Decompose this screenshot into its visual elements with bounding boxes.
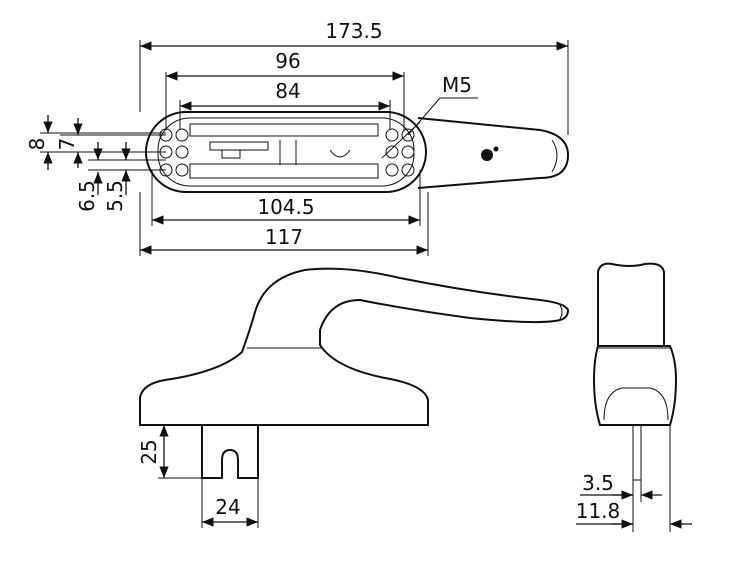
dim-96: 96 <box>165 49 405 130</box>
side-view-handle <box>597 262 665 346</box>
side-view <box>592 262 678 481</box>
dim-text-96: 96 <box>275 49 300 73</box>
dim-text-3-5: 3.5 <box>582 471 614 495</box>
callout-m5: M5 <box>407 73 478 136</box>
dim-text-7: 7 <box>55 138 79 151</box>
dim-6-5-5-5: 6.5 5.5 <box>75 142 166 212</box>
top-view-slot-top <box>189 123 379 137</box>
side-view-spindle <box>632 424 642 481</box>
dim-104-5: 104.5 <box>151 170 421 226</box>
dim-8-7: 8 7 <box>25 115 166 170</box>
dim-text-8: 8 <box>25 138 49 151</box>
top-view-slot-bottom <box>189 163 379 179</box>
dim-text-24: 24 <box>215 495 240 519</box>
side-view-base <box>592 345 678 426</box>
front-view-spindle <box>201 425 259 479</box>
front-view <box>139 267 570 479</box>
brand-logo-icon <box>481 146 499 161</box>
dim-25: 25 <box>137 424 202 479</box>
dim-text-25: 25 <box>137 439 161 464</box>
dim-11-8: 11.8 <box>576 425 692 532</box>
dim-173-5: 173.5 <box>139 19 569 135</box>
right-mounting-holes <box>385 128 415 177</box>
dim-text-117: 117 <box>265 225 303 249</box>
dim-24: 24 <box>201 478 259 528</box>
callout-text-m5: M5 <box>442 73 472 97</box>
dim-84: 84 <box>179 79 391 130</box>
dim-text-6-5: 6.5 <box>75 180 99 212</box>
front-view-handle-body <box>139 267 570 426</box>
dim-3-5: 3.5 <box>580 471 662 502</box>
dim-text-11-8: 11.8 <box>576 499 621 523</box>
dim-text-5-5: 5.5 <box>103 180 127 212</box>
top-view-lever <box>417 117 570 189</box>
dim-text-104-5: 104.5 <box>257 195 314 219</box>
dim-117: 117 <box>139 192 429 256</box>
dim-text-173-5: 173.5 <box>325 19 382 43</box>
top-view <box>145 111 570 193</box>
dim-text-84: 84 <box>275 79 300 103</box>
